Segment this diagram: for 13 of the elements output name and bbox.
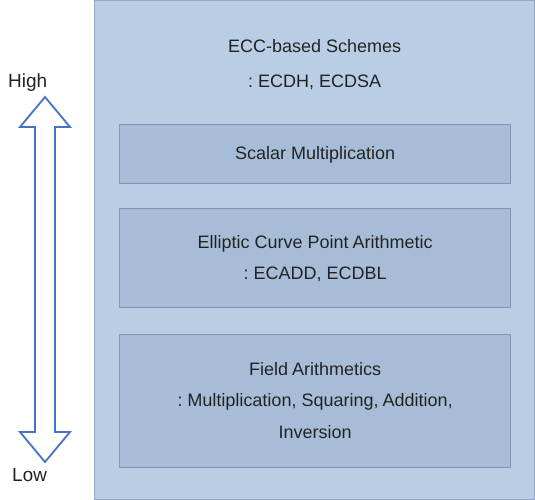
layer-title: Field Arithmetics (248, 358, 382, 381)
layer-title: Scalar Multiplication (234, 142, 396, 166)
outer-panel (94, 0, 535, 500)
layer-box (119, 124, 511, 184)
layer-box (119, 208, 511, 308)
layer-detail: : Multiplication, Squaring, Addition, Inversion (176, 389, 454, 444)
layer-box (119, 334, 511, 468)
layer-title: ECC-based Schemes (228, 35, 402, 58)
layer-detail: : ECADD, ECDBL (243, 262, 387, 285)
level-label: Low (12, 465, 47, 487)
layer-detail: : ECDH, ECDSA (248, 70, 382, 94)
layer-title: Elliptic Curve Point Arithmetic (197, 230, 433, 254)
level-label: High (8, 71, 48, 93)
